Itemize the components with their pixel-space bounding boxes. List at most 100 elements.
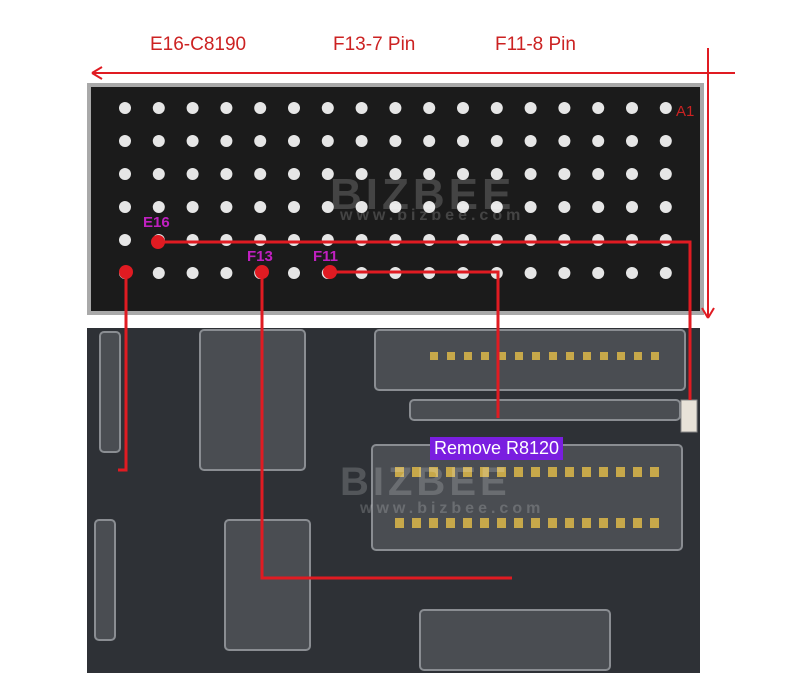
connector-pad [514,467,523,477]
connector-pad [531,467,540,477]
bga-ball [119,168,131,180]
bga-ball [254,135,267,147]
bga-ball [186,135,199,147]
connector-pad [497,467,506,477]
bga-ball [524,234,537,246]
connector-pad [446,518,455,528]
bga-ball [186,267,199,279]
board-component [99,331,121,453]
a1-label: A1 [676,103,695,120]
connector-pad [430,352,438,360]
connector-pad [548,518,557,528]
bga-ball [592,267,605,279]
bga-ball [626,135,638,147]
bga-ball [288,267,300,279]
remove-r8120-label: Remove R8120 [430,437,564,460]
bga-ball [626,267,638,279]
connector-pad [395,518,404,528]
bga-ball [457,135,469,147]
connector-pad [549,352,557,360]
bga-ball [423,234,436,246]
bga-ball [288,102,300,114]
connector-pad [600,352,608,360]
bga-ball [355,135,368,147]
e16-c8190-label: E16-C8190 [150,34,247,55]
board-component [224,519,311,651]
bga-ball [288,135,300,147]
connector-pad [463,467,472,477]
bga-ball [457,234,469,246]
connector-pad [464,352,472,360]
bga-ball [186,168,199,180]
signal-trace [158,240,692,400]
connector-pad [548,467,557,477]
bga-ball [457,102,469,114]
bga-ball [355,201,368,213]
board-component [199,329,306,471]
bga-ball [626,102,638,114]
bga-ball [457,168,469,180]
connector-pad [650,518,659,528]
connector-pad [634,352,642,360]
bga-ball [220,267,233,279]
bga-ball [152,135,165,147]
watermark-logo: BIZBEE [330,170,516,219]
bga-ball [592,102,605,114]
connector-pad [616,518,625,528]
trace-endpoint [323,265,337,279]
bga-ball [254,234,267,246]
bga-ball [659,267,672,279]
signal-trace [118,272,128,472]
connector-pad [566,352,574,360]
top-axis-arrow-head [91,66,103,80]
bga-ball [457,201,469,213]
bga-ball [558,267,571,279]
bga-ball [355,234,368,246]
bga-ball [524,267,537,279]
bga-ball [659,168,672,180]
bga-ball [389,201,402,213]
connector-pad [498,352,506,360]
bga-ball [626,168,638,180]
connector-pad [463,518,472,528]
bga-ball [626,201,638,213]
bga-ball [321,234,334,246]
connector-pad [429,518,438,528]
bga-ball [423,102,436,114]
bga-ball [626,234,638,246]
bga-ball [524,102,537,114]
bga-ball [220,135,233,147]
bga-ball [558,168,571,180]
connector-pad [565,467,574,477]
bga-ball [389,135,402,147]
bga-ball [490,168,503,180]
bga-ball [423,168,436,180]
bga-ball [592,201,605,213]
watermark-url: www.bizbee.com [340,207,525,224]
bga-ball [389,168,402,180]
connector-pad [650,467,659,477]
bga-ball [389,102,402,114]
bga-ball [592,234,605,246]
bga-ball [152,102,165,114]
bga-ball [558,201,571,213]
connector-pad [514,518,523,528]
connector-pad [412,467,421,477]
bga-ball [186,234,199,246]
bga-ball [490,234,503,246]
connector-pad [531,518,540,528]
bga-ball [288,201,300,213]
connector-pad [447,352,455,360]
f13-7pin-label: F13-7 Pin [333,34,416,55]
connector-pad [481,352,489,360]
connector-pad [651,352,659,360]
bga-ball [186,201,199,213]
connector-pad [565,518,574,528]
trace-endpoint [151,235,165,249]
bga-ball [659,234,672,246]
resistor-r8120 [680,399,698,433]
connector-pad [515,352,523,360]
bga-ball [254,102,267,114]
bga-ball [254,168,267,180]
bga-ball [119,135,131,147]
